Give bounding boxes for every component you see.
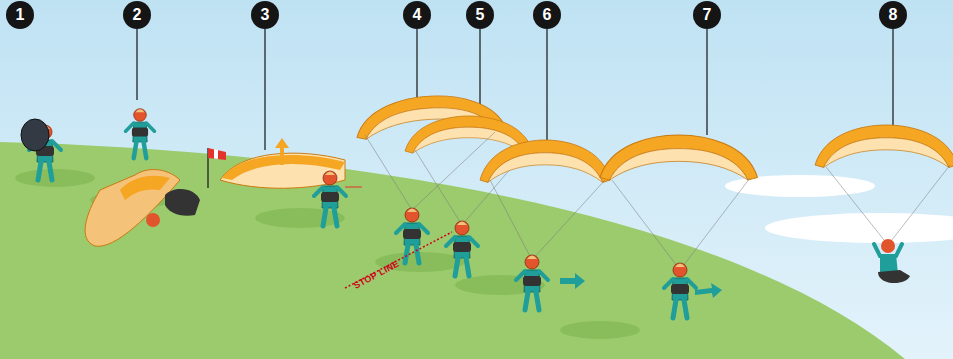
pilot-carrying: [21, 119, 61, 180]
wing-takeoff: [600, 135, 758, 318]
callout-number: 4: [403, 1, 431, 29]
callout-text: 5: [476, 7, 485, 23]
callout-number: 6: [533, 1, 561, 29]
hillside: [0, 142, 905, 359]
callout-number: 5: [466, 1, 494, 29]
wing-inflation: [220, 138, 362, 226]
callout-text: 2: [133, 7, 142, 23]
callout-number: 1: [6, 1, 34, 29]
wing-laid-out: [85, 109, 200, 247]
callout-text: 8: [889, 7, 898, 23]
callout-text: 1: [16, 7, 25, 23]
callout-number: 2: [123, 1, 151, 29]
wing-rising: [345, 92, 533, 288]
callout-text: 6: [543, 7, 552, 23]
callout-text: 7: [703, 7, 712, 23]
callout-number: 8: [879, 1, 907, 29]
wing-overhead: [480, 140, 611, 310]
cloud: [765, 213, 953, 243]
wing-flying: [815, 125, 953, 283]
callout-number: 7: [693, 1, 721, 29]
callout-text: 3: [261, 7, 270, 23]
windsock: [208, 148, 226, 188]
callout-number: 3: [251, 1, 279, 29]
callout-text: 4: [413, 7, 422, 23]
